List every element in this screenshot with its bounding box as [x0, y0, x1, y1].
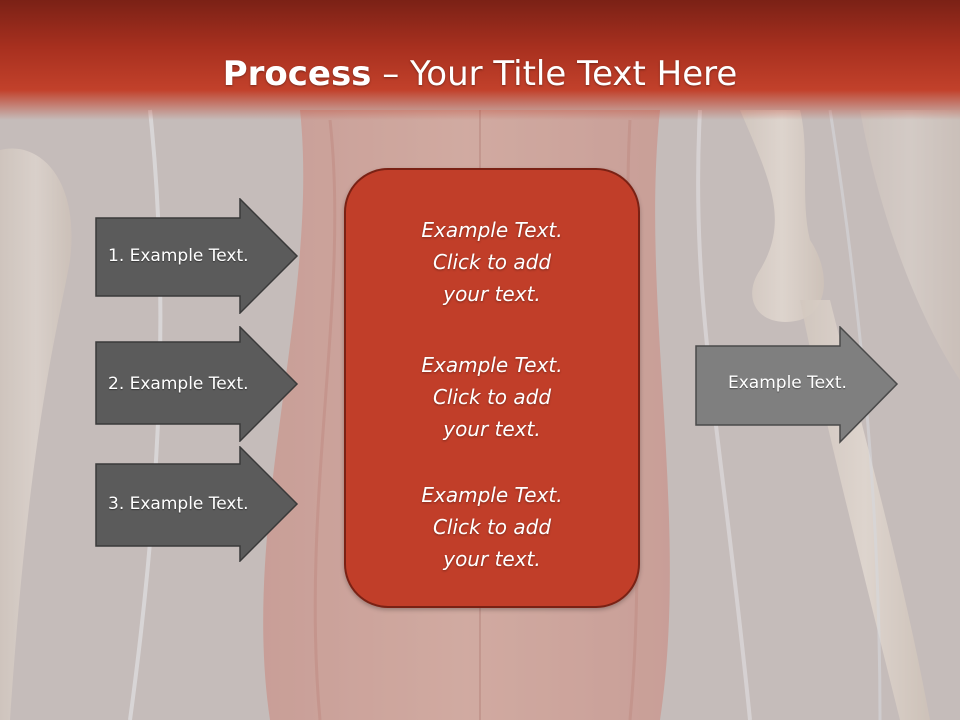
left-arrow-step-1-label: 1. Example Text. — [108, 246, 249, 266]
slide-title[interactable]: Process – Your Title Text Here — [0, 50, 960, 98]
left-arrow-step-1[interactable]: 1. Example Text. — [95, 198, 300, 314]
arrow-shape-icon — [95, 326, 299, 442]
center-paragraph-2: Example Text. Click to add your text. — [421, 353, 563, 441]
arrow-shape-icon — [695, 326, 899, 444]
center-paragraph-1: Example Text. Click to add your text. — [421, 218, 563, 306]
left-arrow-step-2[interactable]: 2. Example Text. — [95, 326, 300, 442]
arrow-shape-icon — [95, 446, 299, 562]
left-arrow-step-2-label: 2. Example Text. — [108, 374, 249, 394]
right-arrow-label: Example Text. — [728, 373, 847, 393]
title-rest-part: – Your Title Text Here — [371, 54, 738, 94]
title-bold-part: Process — [222, 54, 372, 94]
header-band — [0, 0, 960, 120]
arrow-shape-icon — [95, 198, 299, 314]
left-arrow-step-3-label: 3. Example Text. — [108, 494, 249, 514]
left-arrow-step-3[interactable]: 3. Example Text. — [95, 446, 300, 562]
right-arrow-result[interactable]: Example Text. — [695, 326, 900, 444]
center-paragraph-3: Example Text. Click to add your text. — [421, 483, 563, 571]
center-text-box[interactable]: Example Text. Click to add your text. Ex… — [344, 168, 640, 608]
